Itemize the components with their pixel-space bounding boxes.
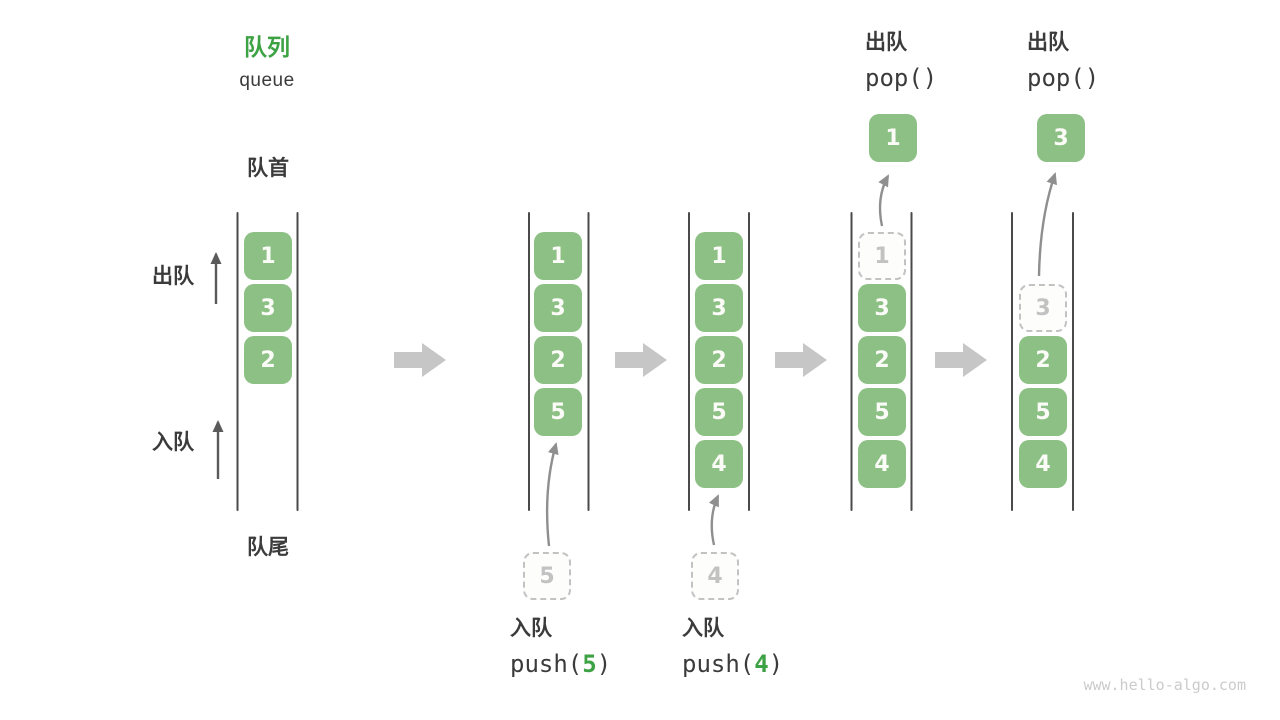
queue-cell: 3: [534, 284, 582, 332]
op-code-label: push(5): [510, 649, 611, 679]
step-flow-arrows: [394, 343, 987, 377]
diagram-title: 队列 queue: [207, 33, 327, 93]
queue-cell: 3: [695, 284, 743, 332]
label-enqueue-direction: 入队: [152, 431, 194, 454]
code-close: ): [596, 650, 612, 678]
push-5-arrow-icon: [545, 442, 559, 547]
op-label-pop-1: 出队 pop(): [865, 30, 937, 93]
popped-cell: 3: [1037, 114, 1085, 162]
queue-cell: 4: [858, 440, 906, 488]
queue-cell: 1: [534, 232, 582, 280]
label-dequeue-direction: 出队: [152, 265, 194, 288]
code-arg: 4: [754, 650, 769, 678]
queue-cell: 4: [1019, 440, 1067, 488]
title-en: queue: [239, 70, 295, 91]
code-close: ): [768, 650, 784, 678]
watermark-url: www.hello-algo.com: [1083, 676, 1246, 694]
queue-cell: 5: [695, 388, 743, 436]
op-zh-label: 出队: [1027, 31, 1069, 54]
pop-3-arrow-icon: [1037, 172, 1057, 277]
queue-cell: 5: [1019, 388, 1067, 436]
pop-1-arrow-icon: [878, 174, 890, 227]
queue-cell: 2: [695, 336, 743, 384]
dequeued-cell-ghost: 3: [1019, 284, 1067, 332]
queue-cell: 1: [244, 232, 292, 280]
queue-cell: 2: [1019, 336, 1067, 384]
label-queue-rear: 队尾: [247, 536, 289, 559]
popped-cell: 1: [869, 114, 917, 162]
dequeued-cell-ghost: 1: [858, 232, 906, 280]
queue-cell: 2: [534, 336, 582, 384]
title-zh: 队列: [244, 34, 290, 60]
queue-cell: 3: [858, 284, 906, 332]
code-arg: 5: [582, 650, 597, 678]
op-zh-label: 入队: [510, 617, 552, 640]
incoming-cell-ghost: 4: [691, 552, 739, 600]
right-block-arrow-icon: [394, 343, 446, 377]
queue-cell: 2: [244, 336, 292, 384]
code-fn: push(: [510, 650, 583, 678]
op-code-label: pop(): [1027, 64, 1100, 92]
code-fn: push(: [682, 650, 755, 678]
label-queue-front: 队首: [247, 157, 289, 180]
op-label-push-5: 入队 push(5): [510, 616, 611, 679]
queue-cell: 2: [858, 336, 906, 384]
op-code-label: push(4): [682, 649, 783, 679]
direction-arrows: [210, 252, 224, 479]
queue-container-walls: [236, 212, 1074, 511]
op-zh-label: 出队: [865, 31, 907, 54]
queue-cell: 5: [858, 388, 906, 436]
right-block-arrow-icon: [935, 343, 987, 377]
right-block-arrow-icon: [775, 343, 827, 377]
queue-cell: 3: [244, 284, 292, 332]
op-label-push-4: 入队 push(4): [682, 616, 783, 679]
queue-cell: 4: [695, 440, 743, 488]
queue-cell: 5: [534, 388, 582, 436]
queue-cell: 1: [695, 232, 743, 280]
push-4-arrow-icon: [708, 494, 720, 546]
right-block-arrow-icon: [615, 343, 667, 377]
incoming-cell-ghost: 5: [523, 552, 571, 600]
op-label-pop-3: 出队 pop(): [1027, 30, 1099, 93]
op-code-label: pop(): [865, 64, 938, 92]
operation-arrows: [545, 172, 1057, 547]
op-zh-label: 入队: [682, 617, 724, 640]
